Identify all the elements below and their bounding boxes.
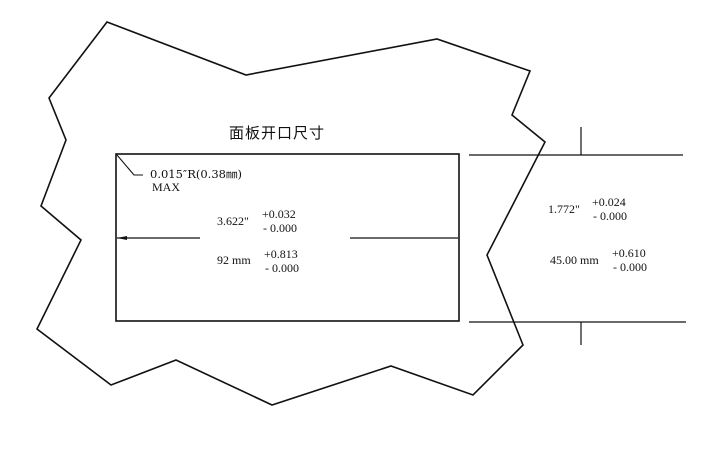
corner-radius-max: MAX	[152, 180, 181, 194]
corner-radius-note: 0.015″R(0.38㎜)	[150, 167, 242, 181]
height-metric-plus: +0.610	[612, 246, 646, 260]
arrow-left-icon	[117, 236, 127, 240]
height-imperial-minus: - 0.000	[593, 209, 627, 223]
width-metric-plus: +0.813	[264, 247, 298, 261]
width-metric-minus: - 0.000	[265, 261, 299, 275]
height-metric-value: 45.00 mm	[550, 253, 599, 267]
panel-break-outline	[35, 21, 547, 406]
width-imperial-value: 3.622"	[217, 214, 249, 228]
height-metric-minus: - 0.000	[613, 260, 647, 274]
width-imperial-plus: +0.032	[262, 207, 296, 221]
width-imperial-minus: - 0.000	[263, 221, 297, 235]
width-metric-value: 92 mm	[217, 253, 251, 267]
diagram-title: 面板开口尺寸	[229, 124, 326, 142]
height-imperial-plus: +0.024	[592, 195, 626, 209]
corner-radius-leader	[116, 154, 143, 176]
height-imperial-value: 1.772"	[548, 202, 580, 216]
